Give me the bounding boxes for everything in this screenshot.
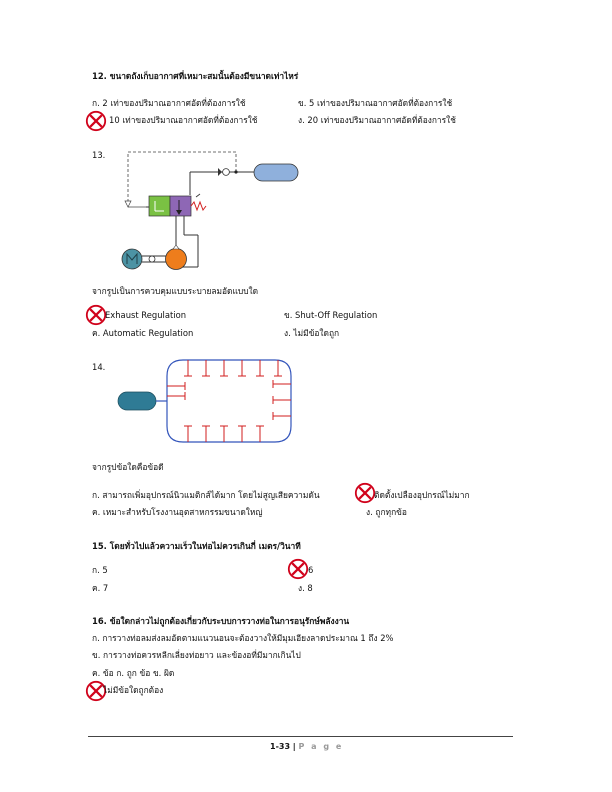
- pilot-arrow: [124, 200, 132, 208]
- spring-icon: [190, 200, 207, 212]
- check-valve-icon: [222, 168, 230, 176]
- page-number-value: 1-33 |: [270, 742, 296, 751]
- q12-question: 12. ขนาดถังเก็บอากาศที่เหมาะสมนั้นต้องมี…: [92, 71, 299, 81]
- q15-option-d: ง. 8: [298, 583, 313, 593]
- q12-option-d: ง. 20 เท่าของปริมาณอากาศอัดที่ต้องการใช้: [298, 115, 456, 125]
- q16-question: 16. ข้อใดกล่าวไม่ถูกต้องเกี่ยวกับระบบการ…: [92, 616, 350, 626]
- q13-caption: จากรูปเป็นการควบคุมแบบระบายลมอัดแบบใด: [92, 286, 259, 296]
- q15-option-b: 6: [308, 565, 314, 575]
- pneumatic-regulation-diagram: [121, 151, 299, 270]
- valve-left-block: [148, 195, 171, 217]
- compressor-pump-icon: [165, 248, 187, 270]
- page-number: 1-33 | P a g e: [270, 742, 343, 751]
- q15-option-c: ค. 7: [92, 583, 109, 593]
- q16-option-b: ข. การวางท่อควรหลีกเลี่ยงท่อยาว และข้องอ…: [92, 650, 301, 660]
- q14-option-c: ค. เหมาะสำหรับโรงงานอุตสาหกรรมขนาดใหญ่: [92, 507, 263, 517]
- q14-option-b: ติดตั้งเปลืองอุปกรณ์ไม่มาก: [374, 490, 470, 500]
- q13-option-c: ค. Automatic Regulation: [92, 328, 194, 338]
- wrong-mark-icon: [85, 110, 107, 132]
- q13-option-d: ง. ไม่มีข้อใดถูก: [284, 328, 340, 338]
- q13-option-a: Exhaust Regulation: [105, 310, 187, 320]
- q13-number: 13.: [92, 150, 106, 160]
- valve-right-block: [169, 195, 192, 217]
- air-receiver-icon: [253, 163, 299, 182]
- q12-option-b: ข. 5 เท่าของปริมาณอากาศอัดที่ต้องการใช้: [298, 98, 453, 108]
- wrong-mark-icon: [287, 558, 309, 580]
- pilot-line: [127, 151, 237, 207]
- ring-main-pipe: [166, 359, 292, 443]
- q13-option-b: ข. Shut-Off Regulation: [284, 310, 378, 320]
- ring-main-piping-diagram: [117, 359, 292, 443]
- q12-option-c: 10 เท่าของปริมาณอากาศอัดที่ต้องการใช้: [109, 115, 258, 125]
- q14-number: 14.: [92, 362, 106, 372]
- q16-option-c: ค. ข้อ ก. ถูก ข้อ ข. ผิด: [92, 668, 175, 678]
- page-word: P a g e: [298, 742, 344, 751]
- wrong-mark-icon: [354, 482, 376, 504]
- q16-option-d: ไม่มีข้อใดถูกต้อง: [103, 685, 164, 695]
- q14-option-d: ง. ถูกทุกข้อ: [366, 507, 407, 517]
- motor-icon: [121, 248, 143, 270]
- q14-option-a: ก. สามารถเพิ่มอุปกรณ์นิวแมติกส์ได้มาก โด…: [92, 490, 320, 500]
- q12-option-a: ก. 2 เท่าของปริมาณอากาศอัดที่ต้องการใช้: [92, 98, 246, 108]
- air-tank-icon: [117, 391, 157, 411]
- q14-caption: จากรูปข้อใดคือข้อดี: [92, 462, 164, 472]
- q15-question: 15. โดยทั่วไปแล้วความเร็วในท่อไม่ควรเกิน…: [92, 541, 301, 551]
- wrong-mark-icon: [85, 304, 107, 326]
- footer-rule: [88, 736, 513, 737]
- q15-option-a: ก. 5: [92, 565, 108, 575]
- q16-option-a: ก. การวางท่อลมส่งลมอัดตามแนวนอนจะต้องวาง…: [92, 633, 394, 643]
